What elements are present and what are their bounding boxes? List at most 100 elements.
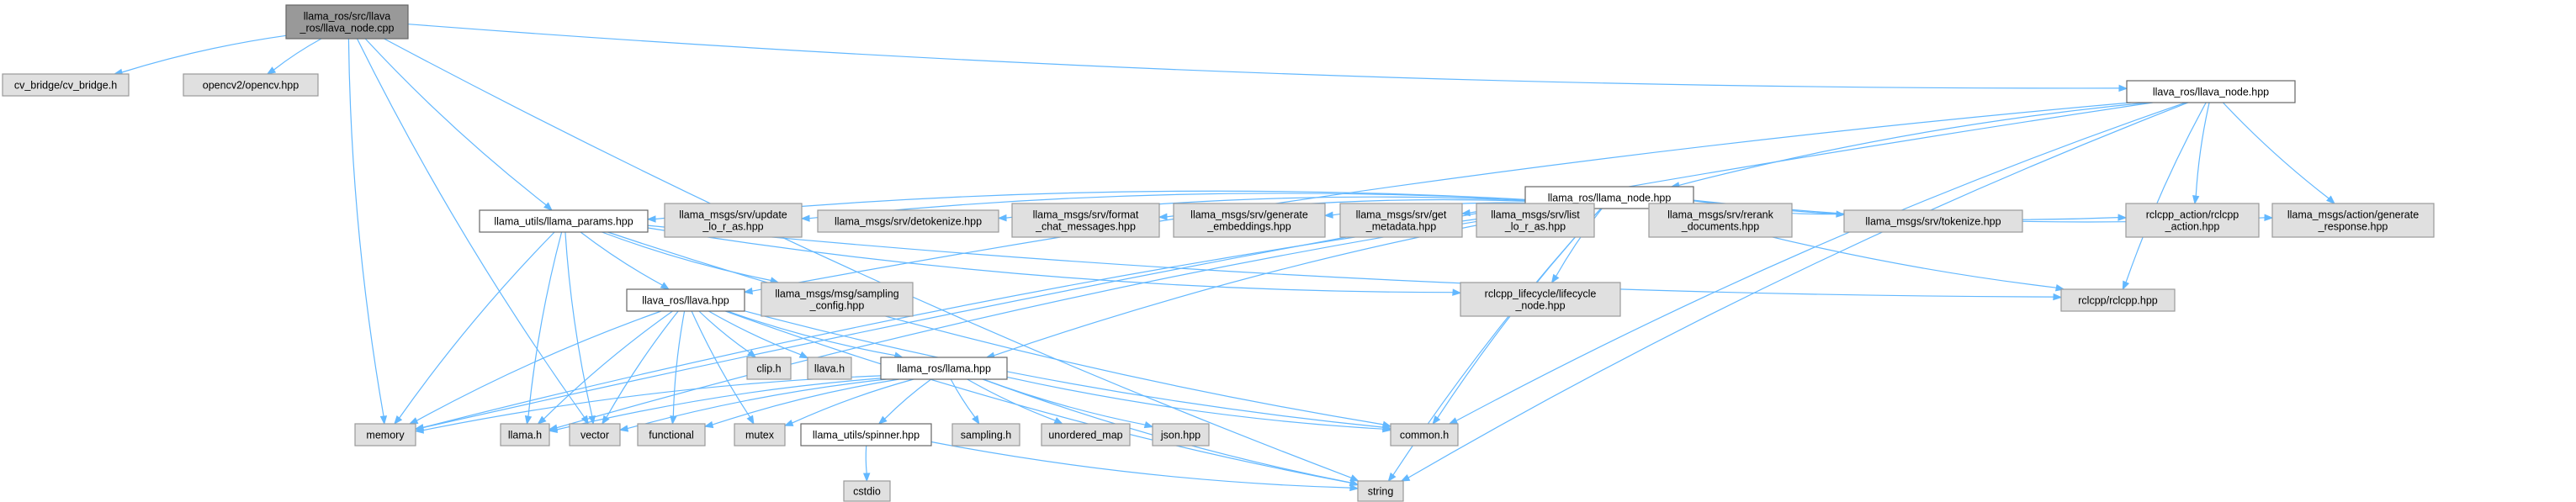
graph-edges [113,24,2335,492]
edge-line [399,231,555,419]
node-box [1011,203,1160,238]
edge-arrowhead [1349,484,1360,492]
edge-llama_hpp-to-sampling_h [950,378,980,425]
node-label: _embeddings.hpp [1206,221,1291,233]
edge-llava_node_hpp-to-rclcpp_action [2192,102,2210,205]
node-label: llama_msgs/srv/rerank [1667,209,1773,221]
node-srv_update_lora: llama_msgs/srv/update_lo_r_as.hpp [664,203,803,238]
edge-arrowhead [862,473,871,483]
node-action_gen_response: llama_msgs/action/generate_response.hpp [2271,203,2435,238]
node-root[interactable]: llama_ros/src/llava_ros/llava_node.cpp [285,4,409,40]
edge-line [865,445,867,474]
node-opencv: opencv2/opencv.hpp [183,73,319,97]
edge-arrowhead [646,215,656,223]
edge-line [527,231,563,417]
node-mutex: mutex [734,423,786,447]
edge-line [543,310,673,420]
node-unordered_map: unordered_map [1041,423,1131,447]
node-clip_h: clip.h [746,357,792,380]
node-box [761,282,914,317]
edge-line [647,227,1454,293]
node-label: rclcpp_lifecycle/lifecycle [1485,288,1597,300]
node-label: llama_ros/llama.hpp [897,363,991,375]
node-label: common.h [1400,430,1449,441]
node-label: llava_ros/llava_node.hpp [2153,87,2269,98]
node-label: _chat_messages.hpp [1035,221,1136,233]
edge-arrowhead [2326,195,2335,204]
node-label: llama_msgs/action/generate [2287,209,2419,221]
edge-llama_params-to-memory [394,231,555,425]
edge-llava_hpp-to-llava_h [708,310,809,359]
edge-line [884,378,932,420]
node-spinner[interactable]: llama_utils/spinner.hpp [800,423,932,447]
edge-spinner-to-string [930,441,1360,492]
node-label: mutex [745,430,775,441]
node-llava_hpp[interactable]: llava_ros/llava.hpp [626,288,745,312]
edge-llava_node_hpp-to-string [1400,102,2189,482]
edge-line [1678,102,2149,186]
edge-arrowhead [618,425,629,432]
node-srv_gen_embeddings: llama_msgs/srv/generate_embeddings.hpp [1173,203,1326,238]
edge-line [556,378,882,431]
node-label: llama_ros/llama_node.hpp [1548,193,1672,204]
edge-line [698,310,750,353]
edge-llava_hpp-to-llama_h [537,310,673,425]
edge-arrowhead [743,287,753,295]
edge-llama_node_hpp-to-rclcpp_lifecycle [1550,208,1603,284]
edge-arrowhead [2118,214,2128,221]
node-box [1357,480,1404,502]
edge-llava_hpp-to-mutex [691,310,755,425]
edge-line [672,310,686,417]
node-llava_node_hpp[interactable]: llava_ros/llava_node.hpp [2126,80,2296,103]
edge-llava_hpp-to-memory [408,310,662,425]
edge-arrowhead [1460,209,1471,217]
node-label: rclcpp_action/rclcpp [2146,209,2239,221]
node-label: llama_msgs/srv/get [1356,209,1447,221]
node-label: _config.hpp [809,300,865,312]
node-llama_params[interactable]: llama_utils/llama_params.hpp [479,209,649,233]
node-label: llama_msgs/srv/list [1491,209,1580,221]
node-box [1476,203,1595,238]
edge-root-to-llama_params [364,38,553,211]
edge-line [2195,102,2210,197]
node-label: unordered_map [1048,430,1122,441]
edge-root-to-opencv [266,38,322,75]
node-label: functional [649,430,694,441]
node-rclcpp_action: rclcpp_action/rclcpp_action.hpp [2125,203,2260,238]
edge-arrowhead [1053,417,1064,425]
edge-llama_hpp-to-functional [703,378,899,429]
edge-arrowhead [877,415,888,425]
edge-arrowhead [548,425,559,434]
edge-line [792,378,914,424]
node-box [2126,80,2296,103]
edge-line [607,231,1384,425]
edge-arrowhead [1452,288,1462,296]
node-box [746,357,792,380]
node-label: llama_msgs/srv/generate [1190,209,1308,221]
edge-line [2222,102,2330,199]
node-box [500,423,550,447]
edge-arrowhead [543,202,553,211]
node-srv_list_loras: llama_msgs/srv/list_lo_r_as.hpp [1476,203,1595,238]
graph-nodes: llama_ros/src/llava_ros/llava_node.cppcv… [2,4,2435,502]
node-label: cstdio [853,486,881,498]
edge-root-to-cv_bridge [113,34,287,77]
node-llama_hpp[interactable]: llama_ros/llama.hpp [880,357,1008,380]
edge-arrowhead [1400,474,1411,482]
edge-arrowhead [1323,211,1333,219]
edge-line [1455,102,2186,421]
edge-line [347,38,384,417]
edge-llava_node_hpp-to-action_gen_response [2222,102,2335,204]
edge-llama_hpp-to-llama_h [548,378,882,434]
edge-llama_node_hpp-to-memory [414,208,1553,431]
edge-arrowhead [2053,293,2063,301]
edge-llama_hpp-to-json_hpp [983,378,1154,429]
node-box [2271,203,2435,238]
node-label: clip.h [756,363,781,375]
edge-line [725,310,1351,484]
edge-arrowhead [524,415,533,425]
node-box [1390,423,1459,447]
node-json_hpp: json.hpp [1152,423,1210,447]
edge-arrowhead [703,420,714,429]
